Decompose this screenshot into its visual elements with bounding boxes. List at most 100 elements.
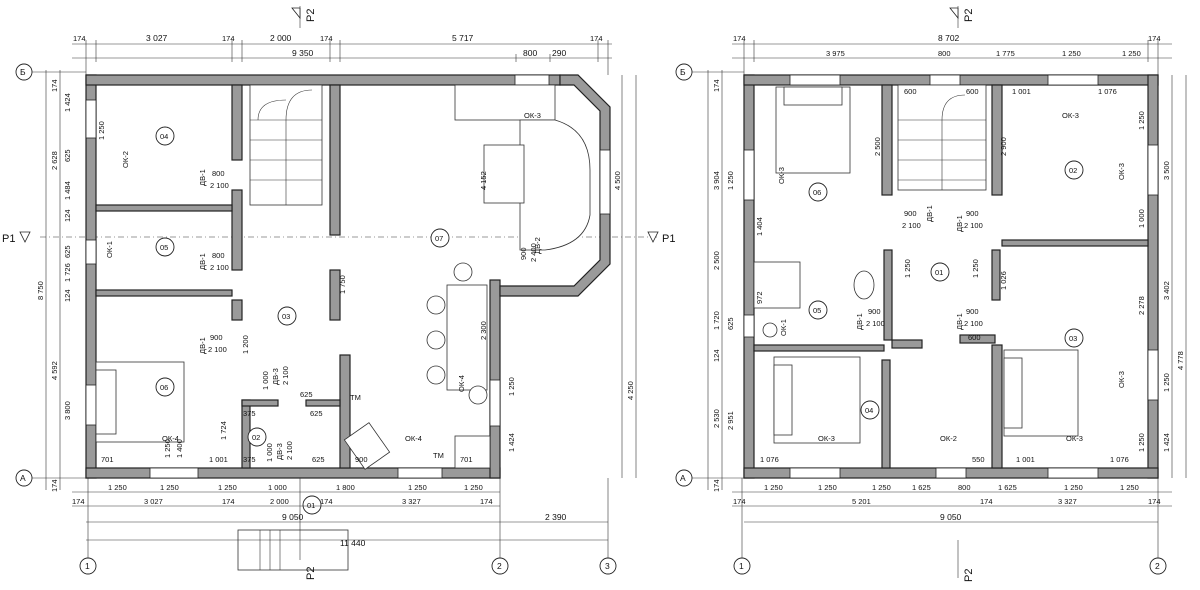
- dim-174: 174: [320, 34, 333, 43]
- dim-bottom: 2 000: [270, 497, 289, 506]
- dim-inner: 550: [972, 455, 985, 464]
- dim-inner: 701: [101, 455, 114, 464]
- door-label: ДВ-1: [198, 337, 207, 354]
- dim-inner: 625: [312, 455, 325, 464]
- room-06: 06: [160, 383, 168, 392]
- window-label: ОК-3: [1066, 434, 1083, 443]
- dim-inner: 1 001: [1016, 455, 1035, 464]
- dim-bottom: 1 250: [160, 483, 179, 492]
- dim-inner: 1 250: [1137, 433, 1146, 452]
- dim-bottom: 174: [980, 497, 993, 506]
- dim-left: 1 484: [63, 181, 72, 200]
- room-labels: 04 05 03 06 02 07 01: [155, 126, 450, 515]
- window-label: ОК-2: [121, 151, 130, 168]
- dim-top: 174: [733, 34, 746, 43]
- dim-right: 1 250: [1162, 373, 1171, 392]
- dim-inner: 1 400: [175, 439, 184, 458]
- dim-inner: 701: [460, 455, 473, 464]
- dim-5717: 5 717: [452, 33, 474, 43]
- dim-left: 1 726: [63, 263, 72, 282]
- door-window-labels: 900 2 100 ДВ-1 900 2 100 ДВ-1 900 2 100 …: [755, 87, 1146, 464]
- dim-inner: 1 250: [97, 121, 106, 140]
- dim-bottom: 5 201: [852, 497, 871, 506]
- door-label: 900: [904, 209, 917, 218]
- window-label: ОК-3: [1117, 163, 1126, 180]
- dim-inner: 900: [355, 455, 368, 464]
- door-label: 2 100: [285, 441, 294, 460]
- dim-2000: 2 000: [270, 33, 292, 43]
- door-label: 1 000: [261, 371, 270, 390]
- dim-inner: 1 001: [209, 455, 228, 464]
- dim-total: 9 050: [282, 512, 304, 522]
- dim-left-2: 4 592: [50, 361, 59, 380]
- axis-1: 1: [739, 561, 744, 571]
- dim-3027: 3 027: [146, 33, 168, 43]
- door-label: 2 100: [210, 181, 229, 190]
- dim-inner: 972: [755, 291, 764, 304]
- dim-inner: 2 278: [1137, 296, 1146, 315]
- dim-9350: 9 350: [292, 48, 314, 58]
- dim-inner: 1 404: [755, 217, 764, 236]
- room-02: 02: [252, 433, 260, 442]
- dim-total: 2 390: [545, 512, 567, 522]
- room-01: 01: [935, 268, 943, 277]
- dim-inner: 2 500: [873, 137, 882, 156]
- door-label: 2 100: [964, 319, 983, 328]
- room-labels: 06 02 01 05 03 04: [808, 160, 1084, 420]
- dim-bottom: 174: [1148, 497, 1161, 506]
- dim-total: 9 050: [940, 512, 962, 522]
- dim-inner: 1 250: [903, 259, 912, 278]
- dim-left: 625: [726, 317, 735, 330]
- dim-inner: 375: [243, 455, 256, 464]
- axis-2: 2: [497, 561, 502, 571]
- dim-bottom: 1 800: [336, 483, 355, 492]
- door-window-labels: ДВ-1 800 2 100 ДВ-1 800 2 100 ДВ-1 900 2…: [97, 111, 542, 464]
- section-label: Р2: [963, 9, 975, 22]
- dim-left: 124: [63, 289, 72, 302]
- dim-inner: 2 900: [999, 137, 1008, 156]
- door-label: 800: [212, 169, 225, 178]
- door-label: ДВ-1: [955, 215, 964, 232]
- door-label: ДВ-1: [198, 169, 207, 186]
- dim-bottom: 1 250: [1120, 483, 1139, 492]
- dim-bottom: 800: [958, 483, 971, 492]
- door-label: 900: [966, 209, 979, 218]
- door-label: 1 000: [265, 443, 274, 462]
- door-label: 2 100: [210, 263, 229, 272]
- dim-bottom: 174: [72, 497, 85, 506]
- door-label: 900: [868, 307, 881, 316]
- dim-inner: 1 001: [1012, 87, 1031, 96]
- bed-icon: [773, 356, 861, 444]
- dim-bottom: 1 250: [218, 483, 237, 492]
- door-label: 2 100: [208, 345, 227, 354]
- dim-right: 1 424: [507, 433, 516, 452]
- dim-inner: 1 750: [338, 275, 347, 294]
- dim-right: 1 424: [1162, 433, 1171, 452]
- dim-bottom: 1 250: [818, 483, 837, 492]
- staircase: [249, 84, 323, 206]
- dim-left: 3 904: [712, 171, 721, 190]
- dim-right: 3 402: [1162, 281, 1171, 300]
- room-04: 04: [160, 132, 168, 141]
- dim-bottom: 174: [222, 497, 235, 506]
- door-label: 800: [212, 251, 225, 260]
- dim-left: 174: [50, 479, 59, 492]
- dim-bottom: 1 250: [1064, 483, 1083, 492]
- dim-left: 1 424: [63, 93, 72, 112]
- door-label: 900: [519, 247, 528, 260]
- dim-174: 174: [73, 34, 86, 43]
- door-label: ДВ-1: [955, 313, 964, 330]
- dim-right: 4 778: [1176, 351, 1185, 370]
- dim-bottom: 1 250: [872, 483, 891, 492]
- dim-left: 2 951: [726, 411, 735, 430]
- section-label: Р2: [963, 569, 975, 582]
- dim-right: 4 152: [479, 171, 488, 190]
- axis-b: Б: [20, 67, 26, 77]
- axis-2: 2: [1155, 561, 1160, 571]
- window-label: ОК-1: [779, 319, 788, 336]
- dim-inner: 1 250: [1137, 111, 1146, 130]
- window-label: ОК-3: [1062, 111, 1079, 120]
- dim-inner: 1 250: [971, 259, 980, 278]
- dim-inner: 1 076: [1098, 87, 1117, 96]
